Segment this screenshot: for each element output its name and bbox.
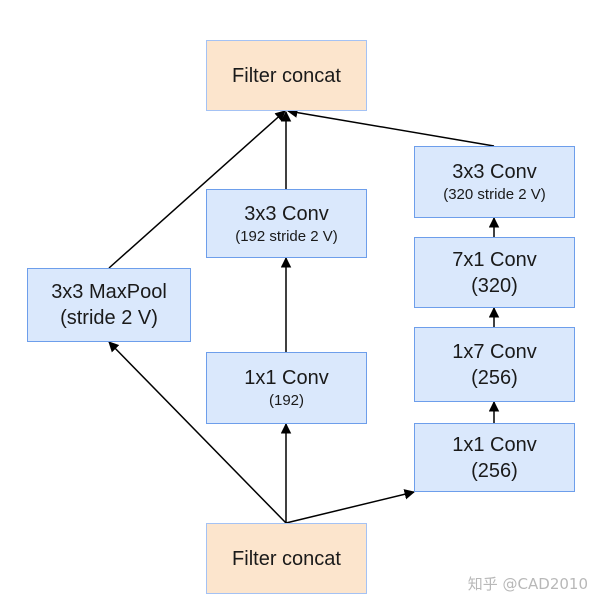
right-conv1x1-node: 1x1 Conv (256) [414,423,575,492]
right-conv3x3-line2: (320 stride 2 V) [443,186,546,203]
right-conv1x7-node: 1x7 Conv (256) [414,327,575,402]
mid-conv1x1-line1: 1x1 Conv [244,367,329,389]
right-conv1x1-line1: 1x1 Conv [452,433,537,456]
right-conv3x3-line1: 3x3 Conv [452,161,537,183]
maxpool-node: 3x3 MaxPool (stride 2 V) [27,268,191,342]
watermark-text: 知乎 @CAD2010 [467,575,588,593]
maxpool-line1: 3x3 MaxPool [51,281,167,303]
right-conv1x7-line1: 1x7 Conv [452,340,537,363]
right-conv1x1-line2: (256) [471,459,518,482]
top-filter-concat-label: Filter concat [232,64,341,87]
mid-conv3x3-line1: 3x3 Conv [244,202,329,225]
edge-bottom-to-maxpool [108,341,287,524]
right-conv3x3-node: 3x3 Conv (320 stride 2 V) [414,146,575,218]
right-conv1x7-line2: (256) [471,366,518,389]
right-conv7x1-line2: (320) [471,274,518,297]
bottom-filter-concat-node: Filter concat [206,523,367,594]
mid-conv3x3-node: 3x3 Conv (192 stride 2 V) [206,189,367,258]
mid-conv3x3-line2: (192 stride 2 V) [235,227,338,245]
maxpool-line2: (stride 2 V) [60,307,158,329]
edge-maxpool-to-top [108,110,286,269]
mid-conv1x1-line2: (192) [268,392,305,409]
right-conv7x1-line1: 7x1 Conv [452,248,537,271]
top-filter-concat-node: Filter concat [206,40,367,111]
bottom-filter-concat-label: Filter concat [232,547,341,570]
right-conv7x1-node: 7x1 Conv (320) [414,237,575,308]
edge-right-conv3x3-to-top [286,107,495,147]
edge-bottom-to-right-conv1x1 [285,489,416,524]
mid-conv1x1-node: 1x1 Conv (192) [206,352,367,424]
